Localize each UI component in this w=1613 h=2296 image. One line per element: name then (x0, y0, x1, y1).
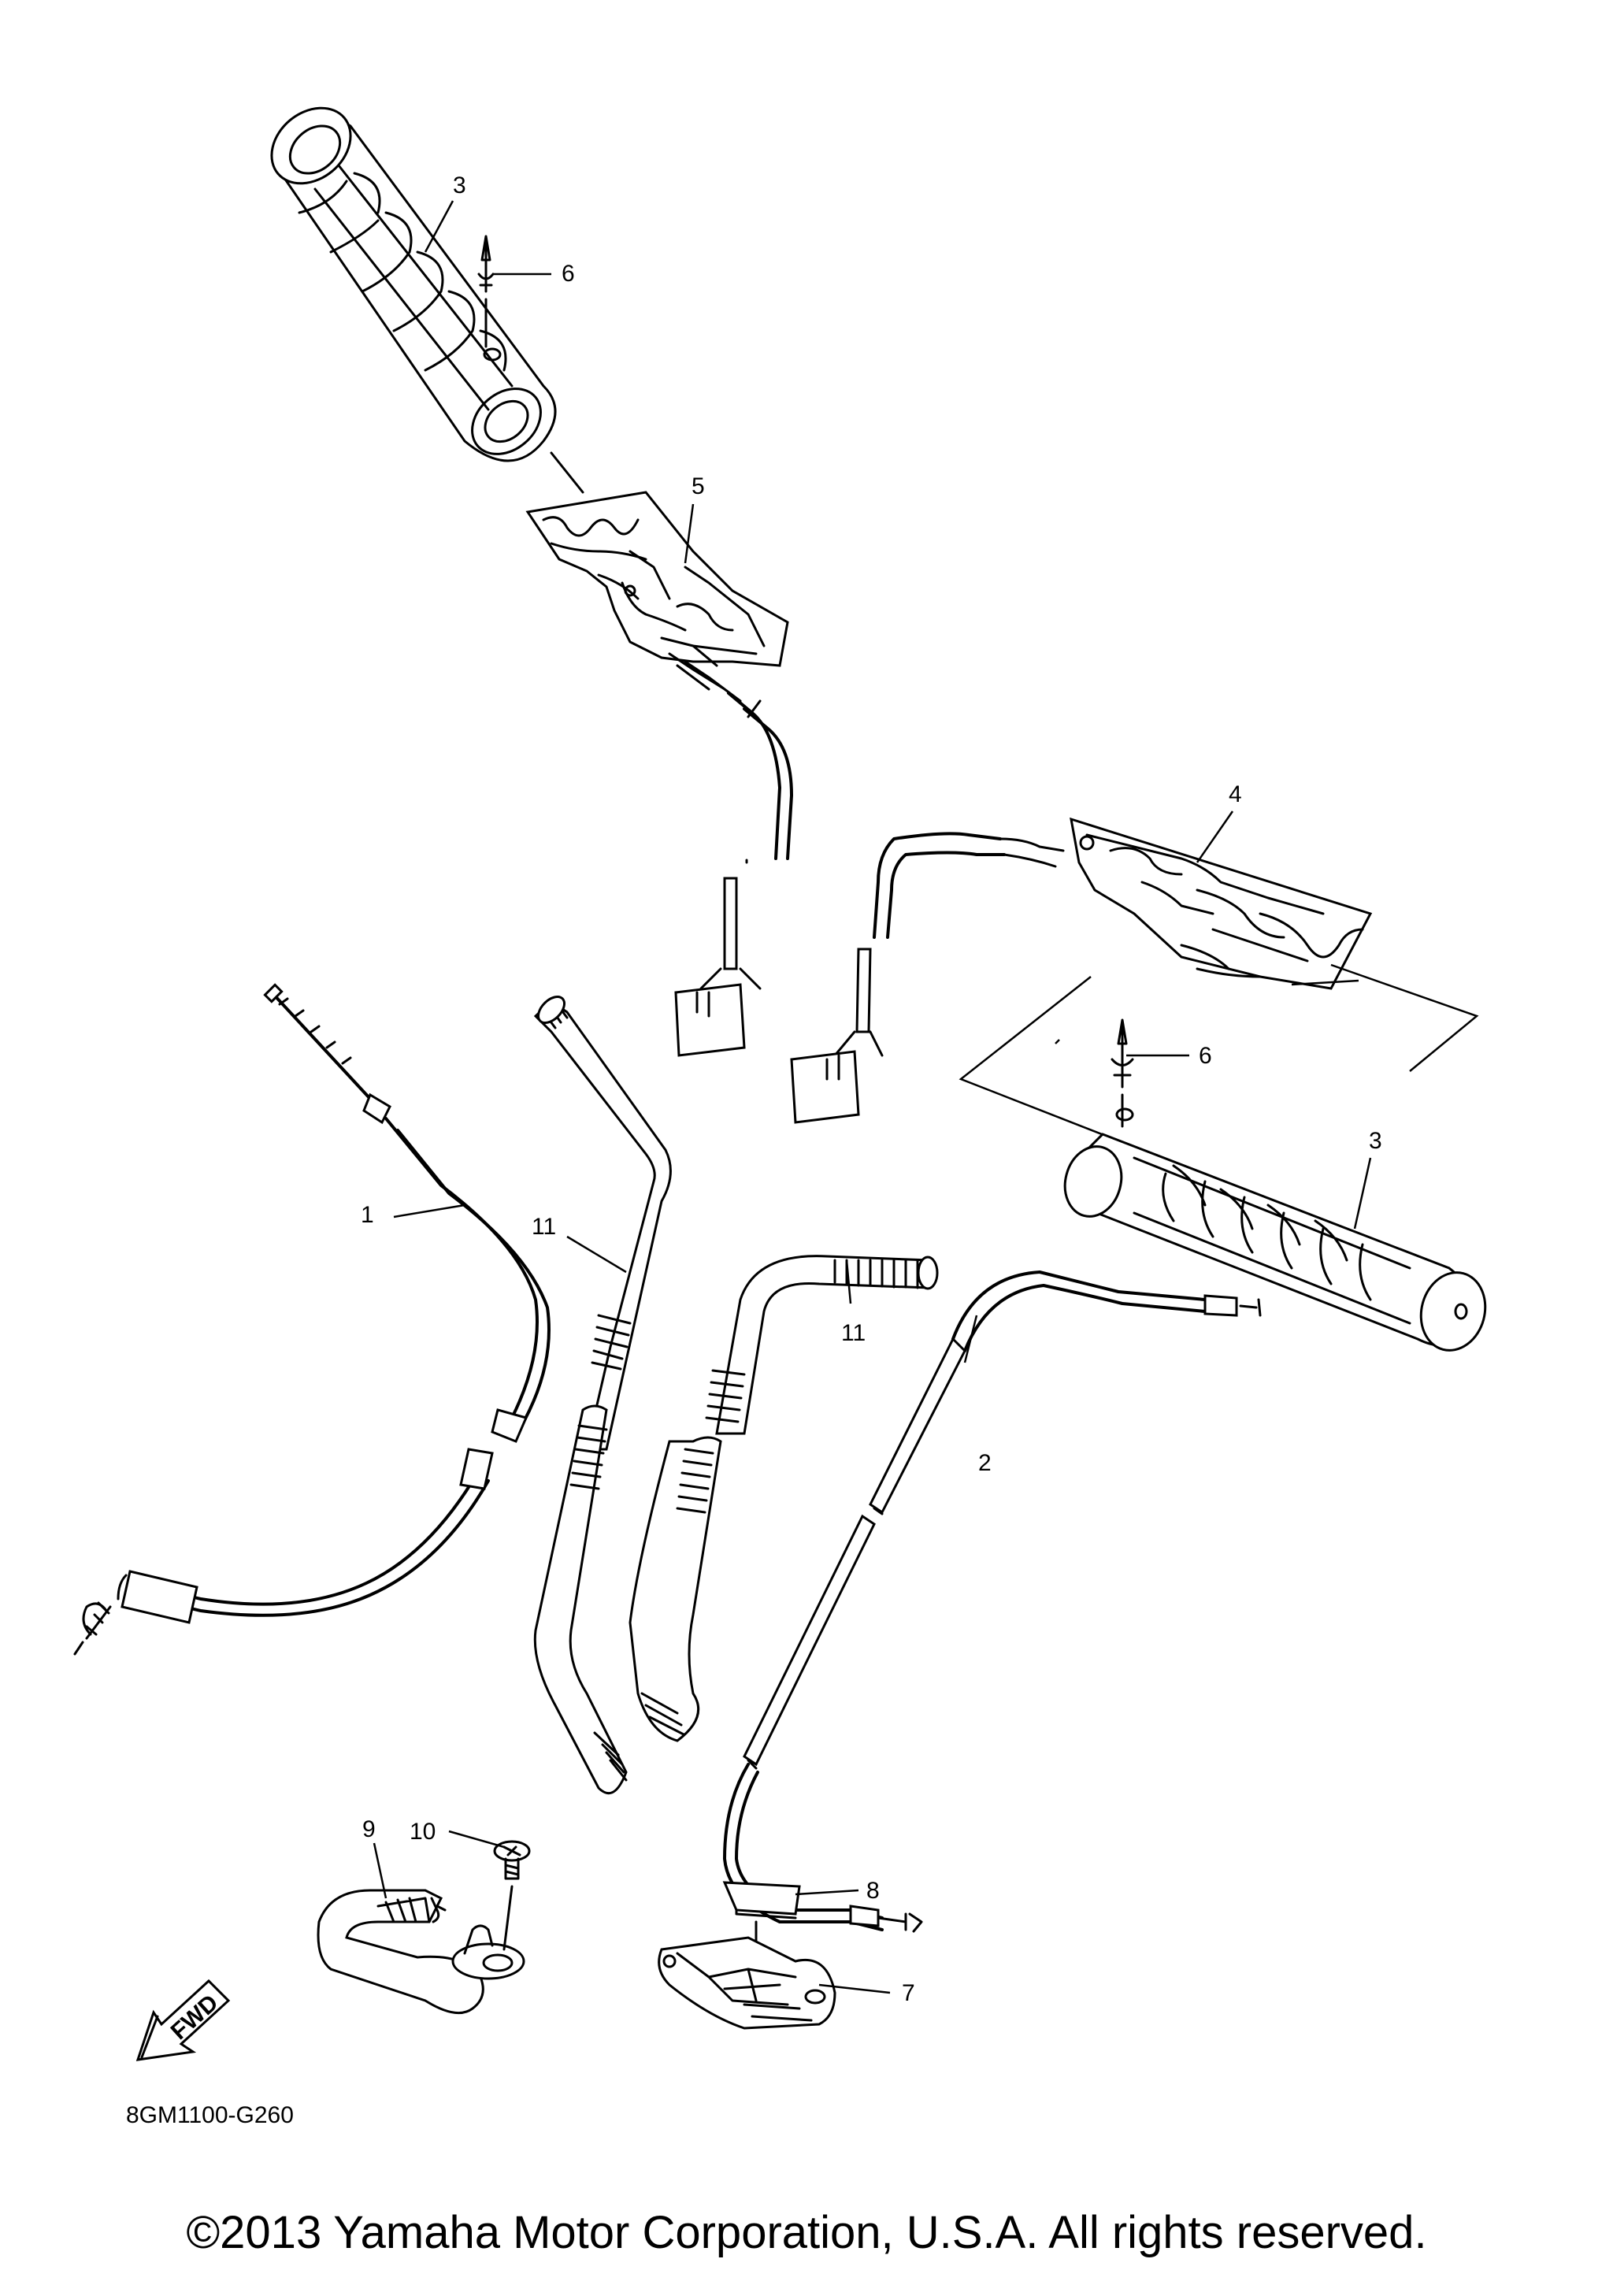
callout-screw: 10 (410, 1819, 436, 1845)
fwd-arrow-icon: FWD (135, 1979, 231, 2061)
callout-handlebar-right: 11 (841, 1320, 866, 1346)
screw (493, 1840, 531, 1951)
callout-pin-right: 6 (1199, 1043, 1212, 1069)
callout-grip-right: 3 (1369, 1128, 1382, 1154)
handlebar-left (533, 996, 672, 1795)
diagram-code: 8GM1100-G260 (126, 2102, 294, 2128)
callout-cable-right: 2 (978, 1450, 992, 1476)
grip-left (270, 106, 557, 462)
callout-pin-top: 6 (562, 261, 575, 287)
leader-lines (373, 200, 1372, 1994)
callout-grip-left: 3 (453, 172, 466, 198)
bracket-left (317, 1889, 525, 2015)
callouts: 3 6 5 4 6 3 1 11 11 2 9 10 8 7 (361, 172, 1382, 2006)
callout-handlebar-left: 11 (532, 1214, 556, 1240)
callout-pad: 8 (866, 1878, 880, 1904)
callout-heater-right: 4 (1229, 781, 1242, 807)
callout-bracket-right: 7 (902, 1980, 915, 2006)
assembly-box (959, 963, 1479, 1152)
callout-throttle-cable: 1 (361, 1202, 374, 1228)
heater-left (525, 491, 793, 1057)
pad (722, 1881, 801, 1955)
callout-heater-left: 5 (692, 473, 705, 499)
bracket-right (658, 1936, 836, 2030)
heater-right (790, 817, 1373, 1124)
cable-right (723, 1270, 1262, 1933)
throttle-cable (73, 983, 551, 1656)
handlebar-right (629, 1255, 939, 1742)
pin-top (477, 235, 495, 348)
copyright-notice: ©2013 Yamaha Motor Corporation, U.S.A. A… (186, 2207, 1427, 2258)
pin-right (1111, 1018, 1134, 1128)
callout-bracket-left: 9 (362, 1816, 376, 1842)
grip-right (1063, 1107, 1487, 1352)
